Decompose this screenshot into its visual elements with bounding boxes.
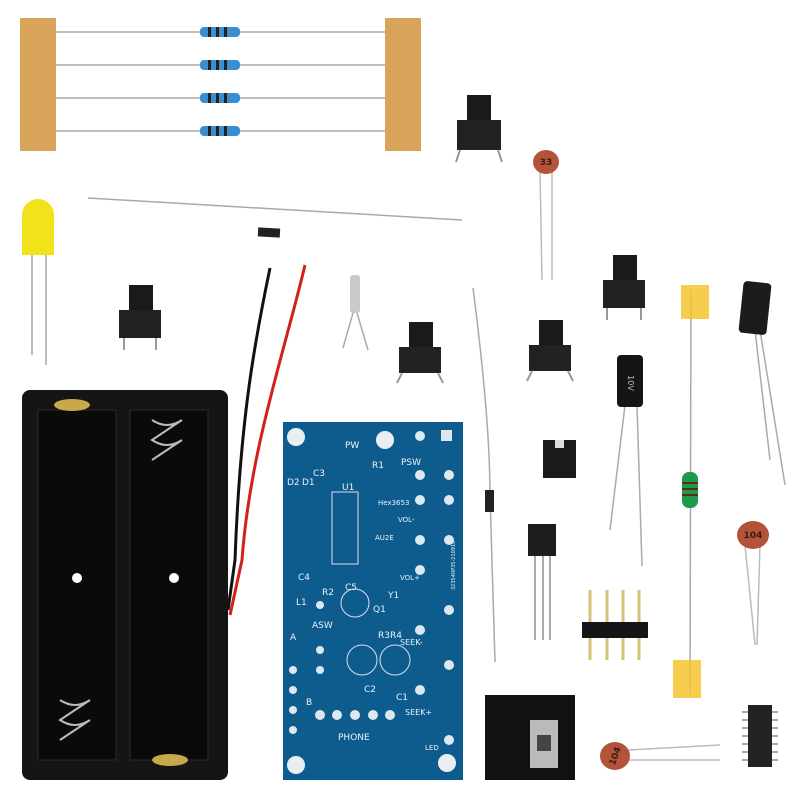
pcb-label: A bbox=[290, 633, 297, 643]
tact-switch bbox=[603, 255, 645, 320]
ic-chip bbox=[742, 705, 778, 767]
ceramic-capacitor: 33 bbox=[533, 150, 559, 281]
pcb-label: C1 bbox=[396, 693, 408, 703]
pcb-label: VOL- bbox=[398, 516, 415, 524]
pcb-label: U1 bbox=[342, 483, 354, 493]
pcb-label: R2 bbox=[322, 588, 334, 598]
pcb-label: 323540P35-210910 bbox=[451, 541, 457, 590]
capacitor-label: 33 bbox=[540, 158, 553, 168]
pcb-label: PW bbox=[345, 441, 359, 451]
pcb-label: L1 bbox=[296, 598, 307, 608]
resistor-strip bbox=[20, 18, 421, 151]
pcb-label: PHONE bbox=[338, 733, 370, 743]
diode bbox=[472, 287, 496, 663]
pcb-label: Q1 bbox=[373, 605, 386, 615]
audio-jack bbox=[485, 695, 575, 780]
pcb-label: R3R4 bbox=[378, 631, 402, 641]
electrolytic-capacitor bbox=[738, 281, 786, 486]
battery-holder bbox=[22, 390, 228, 780]
transistor bbox=[528, 524, 556, 640]
pcb-label: C4 bbox=[298, 573, 310, 583]
pcb-label: SEEK+ bbox=[405, 708, 432, 717]
pcb-label: C3 bbox=[313, 469, 325, 479]
pcb-label: R1 bbox=[372, 461, 384, 471]
pcb-label: ASW bbox=[312, 621, 333, 631]
pcb-label: D1 bbox=[302, 478, 315, 488]
pcb-label: C2 bbox=[364, 685, 376, 695]
pcb-label: PSW bbox=[401, 458, 421, 468]
pcb-board: PW C3 R1 PSW D2 D1 U1 Hex3653 VOL- AU2E … bbox=[283, 422, 463, 780]
pcb-label: LED bbox=[425, 744, 439, 752]
pcb-label: AU2E bbox=[375, 534, 394, 542]
diode bbox=[87, 197, 463, 238]
ceramic-capacitor: 104 bbox=[600, 742, 721, 770]
pcb-label: SEEK- bbox=[400, 638, 423, 647]
pcb-label: Y1 bbox=[387, 591, 399, 601]
pcb-label: D2 bbox=[287, 478, 300, 488]
pcb-label: Hex3653 bbox=[378, 499, 409, 507]
inductor bbox=[673, 285, 709, 698]
pin-header bbox=[582, 590, 648, 660]
tact-switch bbox=[119, 285, 161, 350]
capacitor-label: 104 bbox=[744, 531, 763, 541]
capacitor-label: 10V bbox=[626, 375, 635, 391]
tact-switch bbox=[455, 95, 503, 163]
ceramic-capacitor: 104 bbox=[737, 521, 769, 646]
pcb-label: VOL+ bbox=[400, 574, 420, 582]
pcb-label: B bbox=[306, 698, 312, 708]
crystal bbox=[342, 275, 369, 351]
tact-switch bbox=[526, 320, 574, 382]
pcb-label: C5 bbox=[345, 583, 357, 593]
tact-switch bbox=[396, 322, 444, 384]
led bbox=[22, 199, 54, 365]
electrolytic-capacitor: 10V bbox=[609, 355, 643, 567]
jumper bbox=[543, 440, 576, 478]
battery-wires bbox=[226, 264, 307, 616]
